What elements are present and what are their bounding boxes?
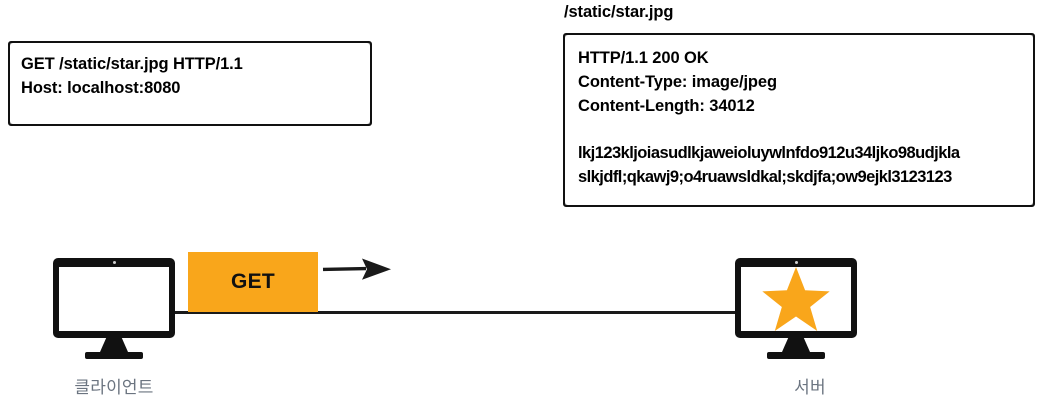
server-monitor [735, 258, 857, 359]
webcam-icon [794, 261, 798, 264]
request-line-2: Host: localhost:8080 [21, 79, 181, 97]
client-monitor [53, 258, 175, 359]
http-response-box: HTTP/1.1 200 OK Content-Type: image/jpeg… [563, 33, 1035, 207]
response-header-1: HTTP/1.1 200 OK [578, 49, 709, 67]
arrow-right-icon [322, 258, 391, 280]
star-icon [762, 267, 830, 331]
response-header-body-separator [578, 118, 1033, 141]
response-header-2: Content-Type: image/jpeg [578, 73, 777, 91]
response-header-3: Content-Length: 34012 [578, 97, 755, 115]
server-screen-content [741, 267, 851, 331]
response-body-line-1: lkj123kljoiasudlkjaweioluywlnfdo912u34lj… [578, 144, 960, 162]
webcam-icon [112, 261, 116, 264]
server-caption: 서버 [794, 378, 826, 397]
get-method-label: GET [230, 270, 276, 293]
client-monitor-base [85, 352, 143, 359]
client-caption: 클라이언트 [74, 378, 154, 397]
response-resource-title: /static/star.jpg [564, 3, 674, 21]
client-monitor-neck [100, 338, 128, 352]
get-method-badge: GET [188, 252, 318, 312]
client-screen-content [59, 267, 169, 331]
http-request-box: GET /static/star.jpg HTTP/1.1 Host: loca… [8, 41, 372, 126]
client-server-connection-line [163, 311, 736, 314]
client-monitor-screen [53, 258, 175, 338]
response-body-line-2: slkjdfl;qkawj9;o4ruawsldkal;skdjfa;ow9ej… [578, 168, 952, 186]
server-monitor-screen [735, 258, 857, 338]
request-line-1: GET /static/star.jpg HTTP/1.1 [21, 55, 243, 73]
server-monitor-neck [782, 338, 810, 352]
server-monitor-base [767, 352, 825, 359]
